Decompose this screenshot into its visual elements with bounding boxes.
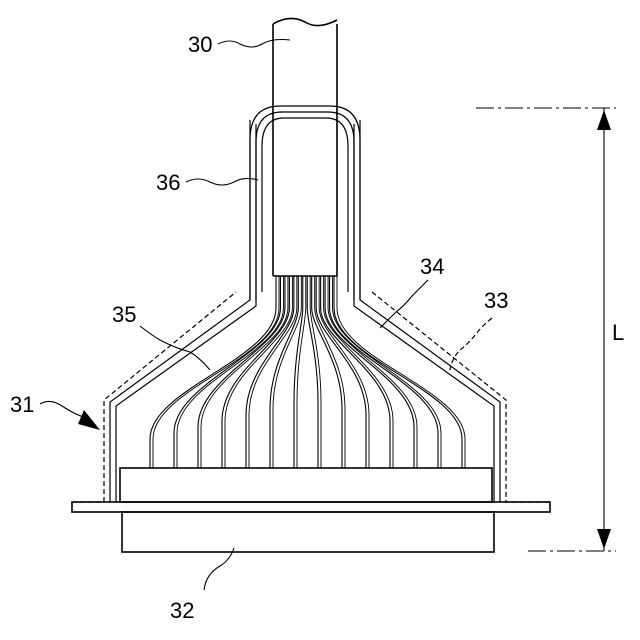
leader-31 (40, 401, 86, 418)
leader-30 (218, 40, 290, 48)
wire (174, 276, 280, 468)
arrow-31 (78, 410, 100, 430)
wire (150, 276, 276, 468)
wire-edge (177, 276, 283, 468)
label-35: 35 (112, 302, 136, 327)
wire-edge (319, 276, 369, 468)
label-30: 30 (188, 32, 212, 57)
label-31: 31 (10, 392, 34, 417)
wire (198, 276, 285, 468)
sleeve-36 (250, 106, 360, 300)
flange-plate (72, 502, 550, 512)
wire (330, 276, 438, 468)
label-33: 33 (484, 288, 508, 313)
cable-30 (273, 18, 337, 276)
connector-body (122, 512, 494, 552)
label-34: 34 (420, 254, 444, 279)
leader-36 (186, 178, 258, 185)
dimension-L (476, 108, 616, 551)
leader-33 (450, 318, 492, 370)
wires-35 (150, 276, 465, 468)
outer-shell-33 (72, 292, 550, 502)
wire (325, 276, 414, 468)
label-36: 36 (156, 170, 180, 195)
label-32: 32 (170, 598, 194, 623)
wire-edge (333, 276, 441, 468)
label-L: L (612, 320, 624, 345)
terminal-block (120, 468, 492, 502)
leader-32 (204, 548, 234, 590)
